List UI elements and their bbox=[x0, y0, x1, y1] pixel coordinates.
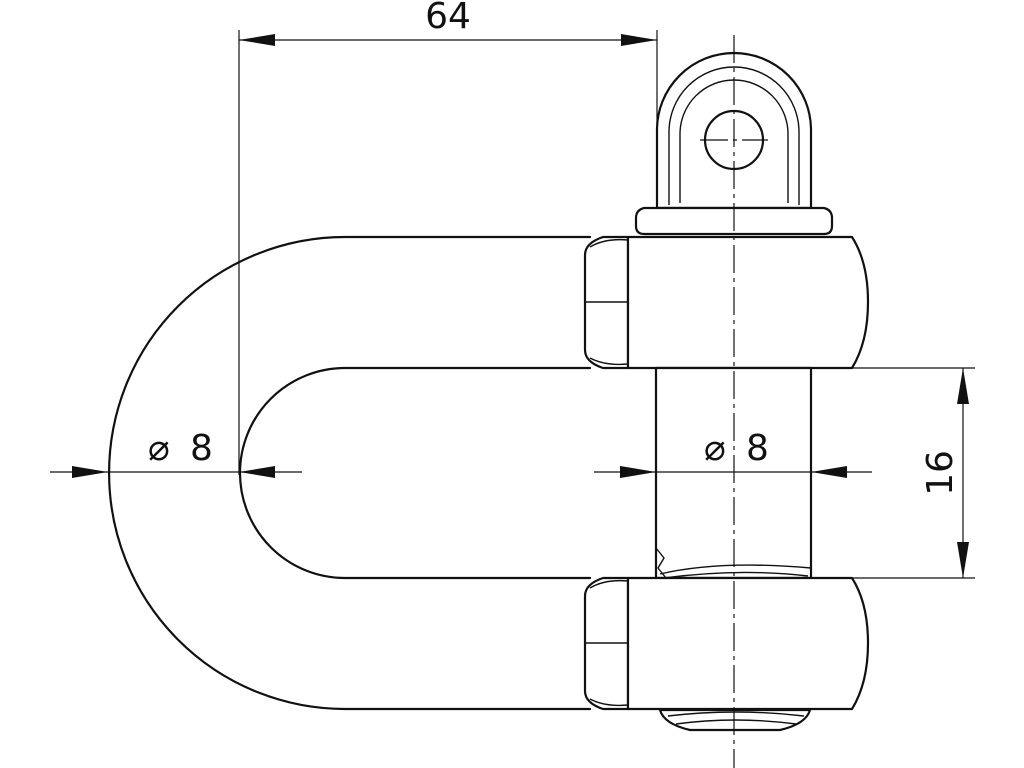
bow-outer-contour bbox=[107, 235, 592, 711]
upper-lug-chamfer-top bbox=[589, 238, 629, 248]
dimension-top-width: 64 bbox=[238, 0, 658, 475]
pin-diameter-arrow-left bbox=[620, 466, 656, 478]
shackle-bow bbox=[107, 235, 592, 711]
upper-lug bbox=[583, 235, 630, 370]
pin-diameter-arrow-right bbox=[811, 466, 847, 478]
bow-inner-contour bbox=[238, 366, 592, 580]
pin-lower-section bbox=[626, 576, 870, 711]
dimension-pin-diameter: ⌀ 8 bbox=[594, 428, 872, 478]
bow-diameter-arrow-left bbox=[72, 466, 108, 478]
bow-diameter-symbol: ⌀ bbox=[148, 428, 170, 469]
top-width-arrow-left bbox=[239, 34, 275, 46]
inner-height-arrow-top bbox=[957, 368, 969, 404]
top-width-arrow-right bbox=[621, 34, 657, 46]
pin-eye-inner-contour bbox=[668, 66, 800, 205]
lower-lug-chamfer-bottom bbox=[589, 698, 629, 707]
lower-lug-chamfer-top bbox=[589, 579, 629, 589]
pin-diameter-value: 8 bbox=[746, 428, 769, 469]
dimension-inner-height: 16 bbox=[811, 367, 975, 579]
top-width-label: 64 bbox=[425, 0, 471, 37]
pin-thread-start bbox=[655, 547, 812, 579]
pin-thread-line-2 bbox=[675, 719, 797, 725]
bow-diameter-arrow-right bbox=[239, 466, 275, 478]
bow-diameter-value: 8 bbox=[190, 428, 213, 469]
lower-lug bbox=[583, 576, 630, 711]
upper-lug-chamfer-bottom bbox=[589, 357, 629, 366]
shackle-pin bbox=[626, 51, 870, 732]
inner-height-label: 16 bbox=[920, 450, 961, 496]
pin-diameter-symbol: ⌀ bbox=[704, 428, 726, 469]
inner-height-arrow-bottom bbox=[957, 542, 969, 578]
pin-upper-head bbox=[626, 235, 870, 370]
dimension-bow-diameter: ⌀ 8 bbox=[50, 428, 302, 478]
pin-thread-line-1 bbox=[667, 711, 805, 717]
